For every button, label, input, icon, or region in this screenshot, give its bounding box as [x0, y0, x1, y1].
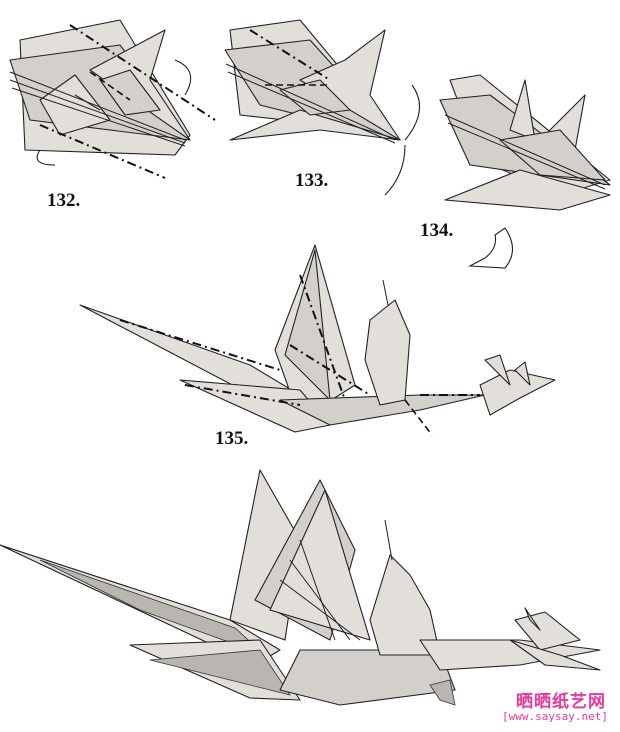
watermark-brand: 晒晒纸艺网: [516, 687, 606, 712]
step-label-135: 135.: [215, 428, 248, 450]
rotate-arrow: [470, 228, 513, 268]
step-132-figure: [10, 20, 215, 178]
step-135-figure: [80, 245, 555, 435]
watermark-url: [www.saysay.net]: [502, 710, 608, 723]
final-dragon-figure: [0, 470, 600, 705]
step-133-figure: [225, 20, 420, 195]
step-label-132: 132.: [47, 190, 80, 212]
step-label-133: 133.: [295, 170, 328, 192]
step-134-figure: [440, 75, 610, 210]
step-label-134: 134.: [420, 220, 453, 242]
